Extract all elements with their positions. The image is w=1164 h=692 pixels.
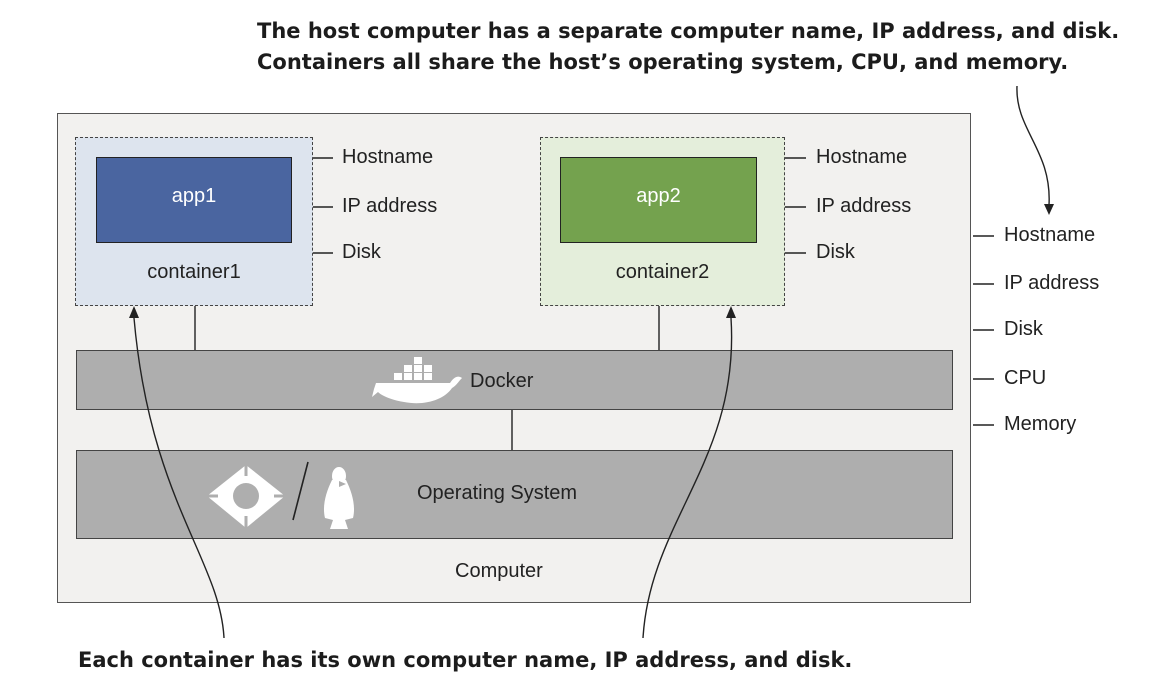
host-hostname: Hostname	[1004, 224, 1096, 246]
container2-label: container2	[615, 261, 710, 283]
container2-disk: Disk	[816, 241, 855, 263]
linux-penguin-icon	[323, 467, 355, 529]
container1-ip-address: IP address	[342, 195, 438, 217]
app1-label: app1	[171, 184, 217, 207]
top-callout-line1: The host computer has a separate compute…	[257, 19, 1120, 43]
host-ip-address: IP address	[1004, 272, 1100, 294]
host-memory: Memory	[1004, 413, 1077, 435]
app2-box: app2	[560, 157, 757, 243]
os-slash	[292, 461, 309, 521]
container1-label: container1	[147, 261, 241, 283]
container1-callout-curve	[133, 317, 225, 639]
container1-disk: Disk	[342, 241, 381, 263]
windows-diamond-icon	[207, 465, 285, 528]
host-arrowhead	[1044, 204, 1054, 215]
container1-hostname: Hostname	[342, 146, 434, 168]
docker-layer	[76, 350, 953, 410]
top-callout-line2: Containers all share the host’s operatin…	[257, 50, 1069, 74]
bottom-callout: Each container has its own computer name…	[78, 648, 853, 672]
host-callout-curve	[1016, 85, 1050, 206]
docker-label: Docker	[470, 370, 534, 392]
host-cpu: CPU	[1004, 367, 1047, 389]
host-disk: Disk	[1004, 318, 1043, 340]
container1-arrowhead	[129, 306, 139, 318]
container2-arrowhead	[726, 306, 736, 318]
app2-label: app2	[636, 184, 681, 207]
container2-ip-address: IP address	[816, 195, 912, 217]
os-label: Operating System	[417, 482, 578, 504]
docker-whale-icon	[372, 357, 462, 404]
container2-hostname: Hostname	[816, 146, 908, 168]
container2-callout-curve	[642, 317, 733, 639]
app1-box: app1	[96, 157, 292, 243]
computer-label: Computer	[455, 560, 543, 582]
